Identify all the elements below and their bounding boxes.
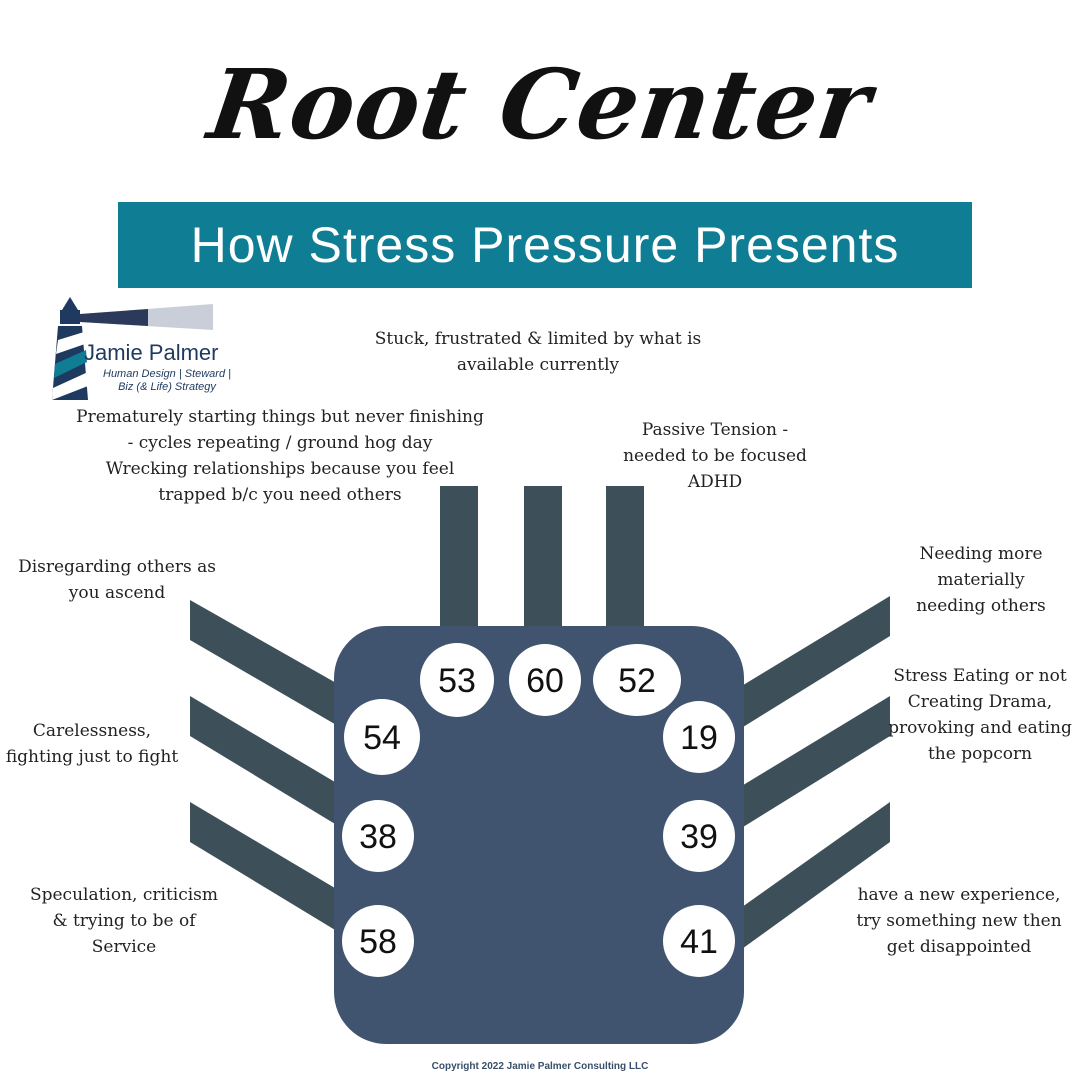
- gate-38-label: 38: [359, 818, 397, 856]
- gate-38: 38: [342, 800, 414, 872]
- channel-41: [735, 802, 890, 954]
- gate-41-label: 41: [680, 923, 718, 961]
- description-gate-58: Speculation, criticism & trying to be of…: [29, 885, 219, 957]
- lighthouse-logo-icon: [52, 297, 213, 400]
- description-gate-38: Carelessness, fighting just to fight: [5, 721, 179, 767]
- description-gate-39: Stress Eating or not Creating Drama, pro…: [888, 666, 1072, 764]
- root-center-body: [334, 626, 744, 1044]
- gate-53-label: 53: [438, 662, 476, 700]
- channel-39: [735, 696, 890, 832]
- gate-39: 39: [663, 800, 735, 872]
- channel-54: [190, 600, 345, 730]
- logo-tagline: Human Design | Steward | Biz (& Life) St…: [92, 368, 242, 394]
- gate-19-label: 19: [680, 719, 718, 757]
- gate-54-label: 54: [363, 719, 401, 757]
- channel-19: [735, 596, 890, 732]
- channel-53: [440, 486, 478, 636]
- gate-52: 52: [593, 644, 681, 716]
- description-gate-54: Disregarding others as you ascend: [18, 557, 216, 603]
- gate-39-label: 39: [680, 818, 718, 856]
- channel-52: [606, 486, 644, 636]
- gate-52-label: 52: [618, 662, 656, 700]
- gate-54: 54: [344, 699, 420, 775]
- channel-38: [190, 696, 345, 830]
- description-gate-53: Prematurely starting things but never fi…: [76, 407, 484, 505]
- copyright-notice: Copyright 2022 Jamie Palmer Consulting L…: [431, 1061, 649, 1072]
- gate-60-label: 60: [526, 662, 564, 700]
- gate-58-label: 58: [359, 923, 397, 961]
- description-gate-60: Stuck, frustrated & limited by what is a…: [374, 329, 702, 375]
- description-gate-41: have a new experience, try something new…: [856, 885, 1062, 957]
- logo-tagline-line: Human Design | Steward |: [103, 368, 231, 380]
- gate-19: 19: [663, 701, 735, 773]
- logo-tagline-line: Biz (& Life) Strategy: [118, 381, 216, 393]
- channel-58: [190, 802, 345, 936]
- gate-53: 53: [420, 643, 494, 717]
- logo-name: Jamie Palmer: [84, 340, 219, 365]
- subtitle-banner: How Stress Pressure Presents: [118, 202, 972, 288]
- gate-58: 58: [342, 905, 414, 977]
- description-gate-52: Passive Tension - needed to be focused A…: [623, 420, 807, 492]
- description-gate-19: Needing more materially needing others: [916, 544, 1046, 616]
- gate-60: 60: [509, 644, 581, 716]
- channel-60: [524, 486, 562, 636]
- gate-41: 41: [663, 905, 735, 977]
